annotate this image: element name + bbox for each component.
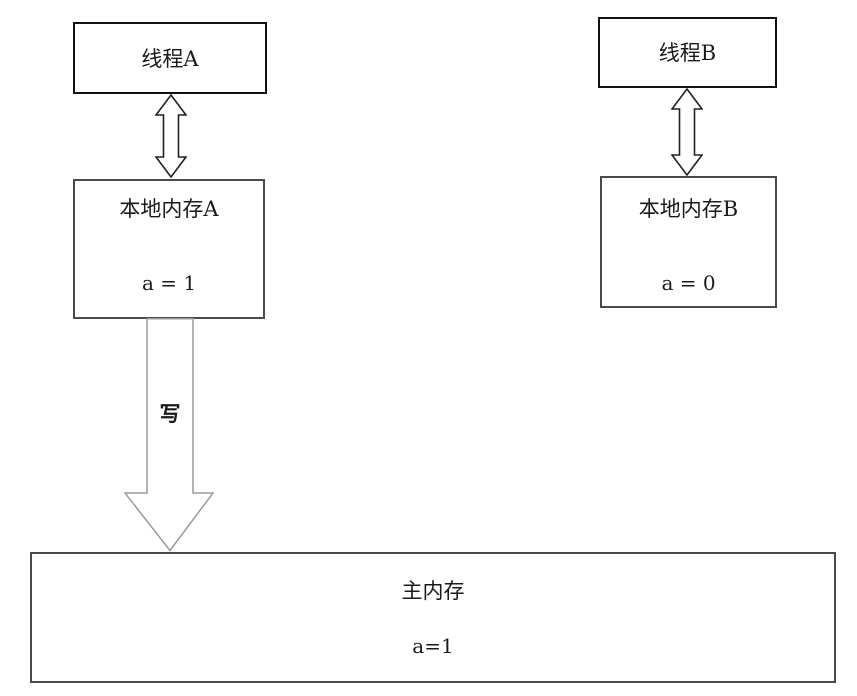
local-memory-a-value: a = 1 bbox=[141, 271, 197, 295]
bidirectional-arrow-b-icon bbox=[671, 88, 703, 176]
local-memory-a-box: 本地内存A a = 1 bbox=[73, 179, 265, 319]
write-arrow-icon bbox=[124, 318, 214, 552]
main-memory-title: 主内存 bbox=[401, 579, 465, 603]
local-memory-b-box: 本地内存B a = 0 bbox=[600, 176, 777, 308]
local-memory-b-title: 本地内存B bbox=[638, 197, 739, 221]
thread-b-box: 线程B bbox=[598, 17, 777, 88]
thread-a-box: 线程A bbox=[73, 22, 267, 94]
thread-b-label: 线程B bbox=[658, 41, 717, 65]
thread-a-label: 线程A bbox=[141, 47, 199, 71]
main-memory-value: a=1 bbox=[412, 634, 454, 658]
local-memory-b-value: a = 0 bbox=[661, 271, 716, 295]
bidirectional-arrow-a-icon bbox=[155, 94, 187, 178]
local-memory-a-title: 本地内存A bbox=[119, 197, 219, 221]
write-arrow-label: 写 bbox=[159, 401, 181, 426]
main-memory-box: 主内存 a=1 bbox=[30, 552, 836, 683]
